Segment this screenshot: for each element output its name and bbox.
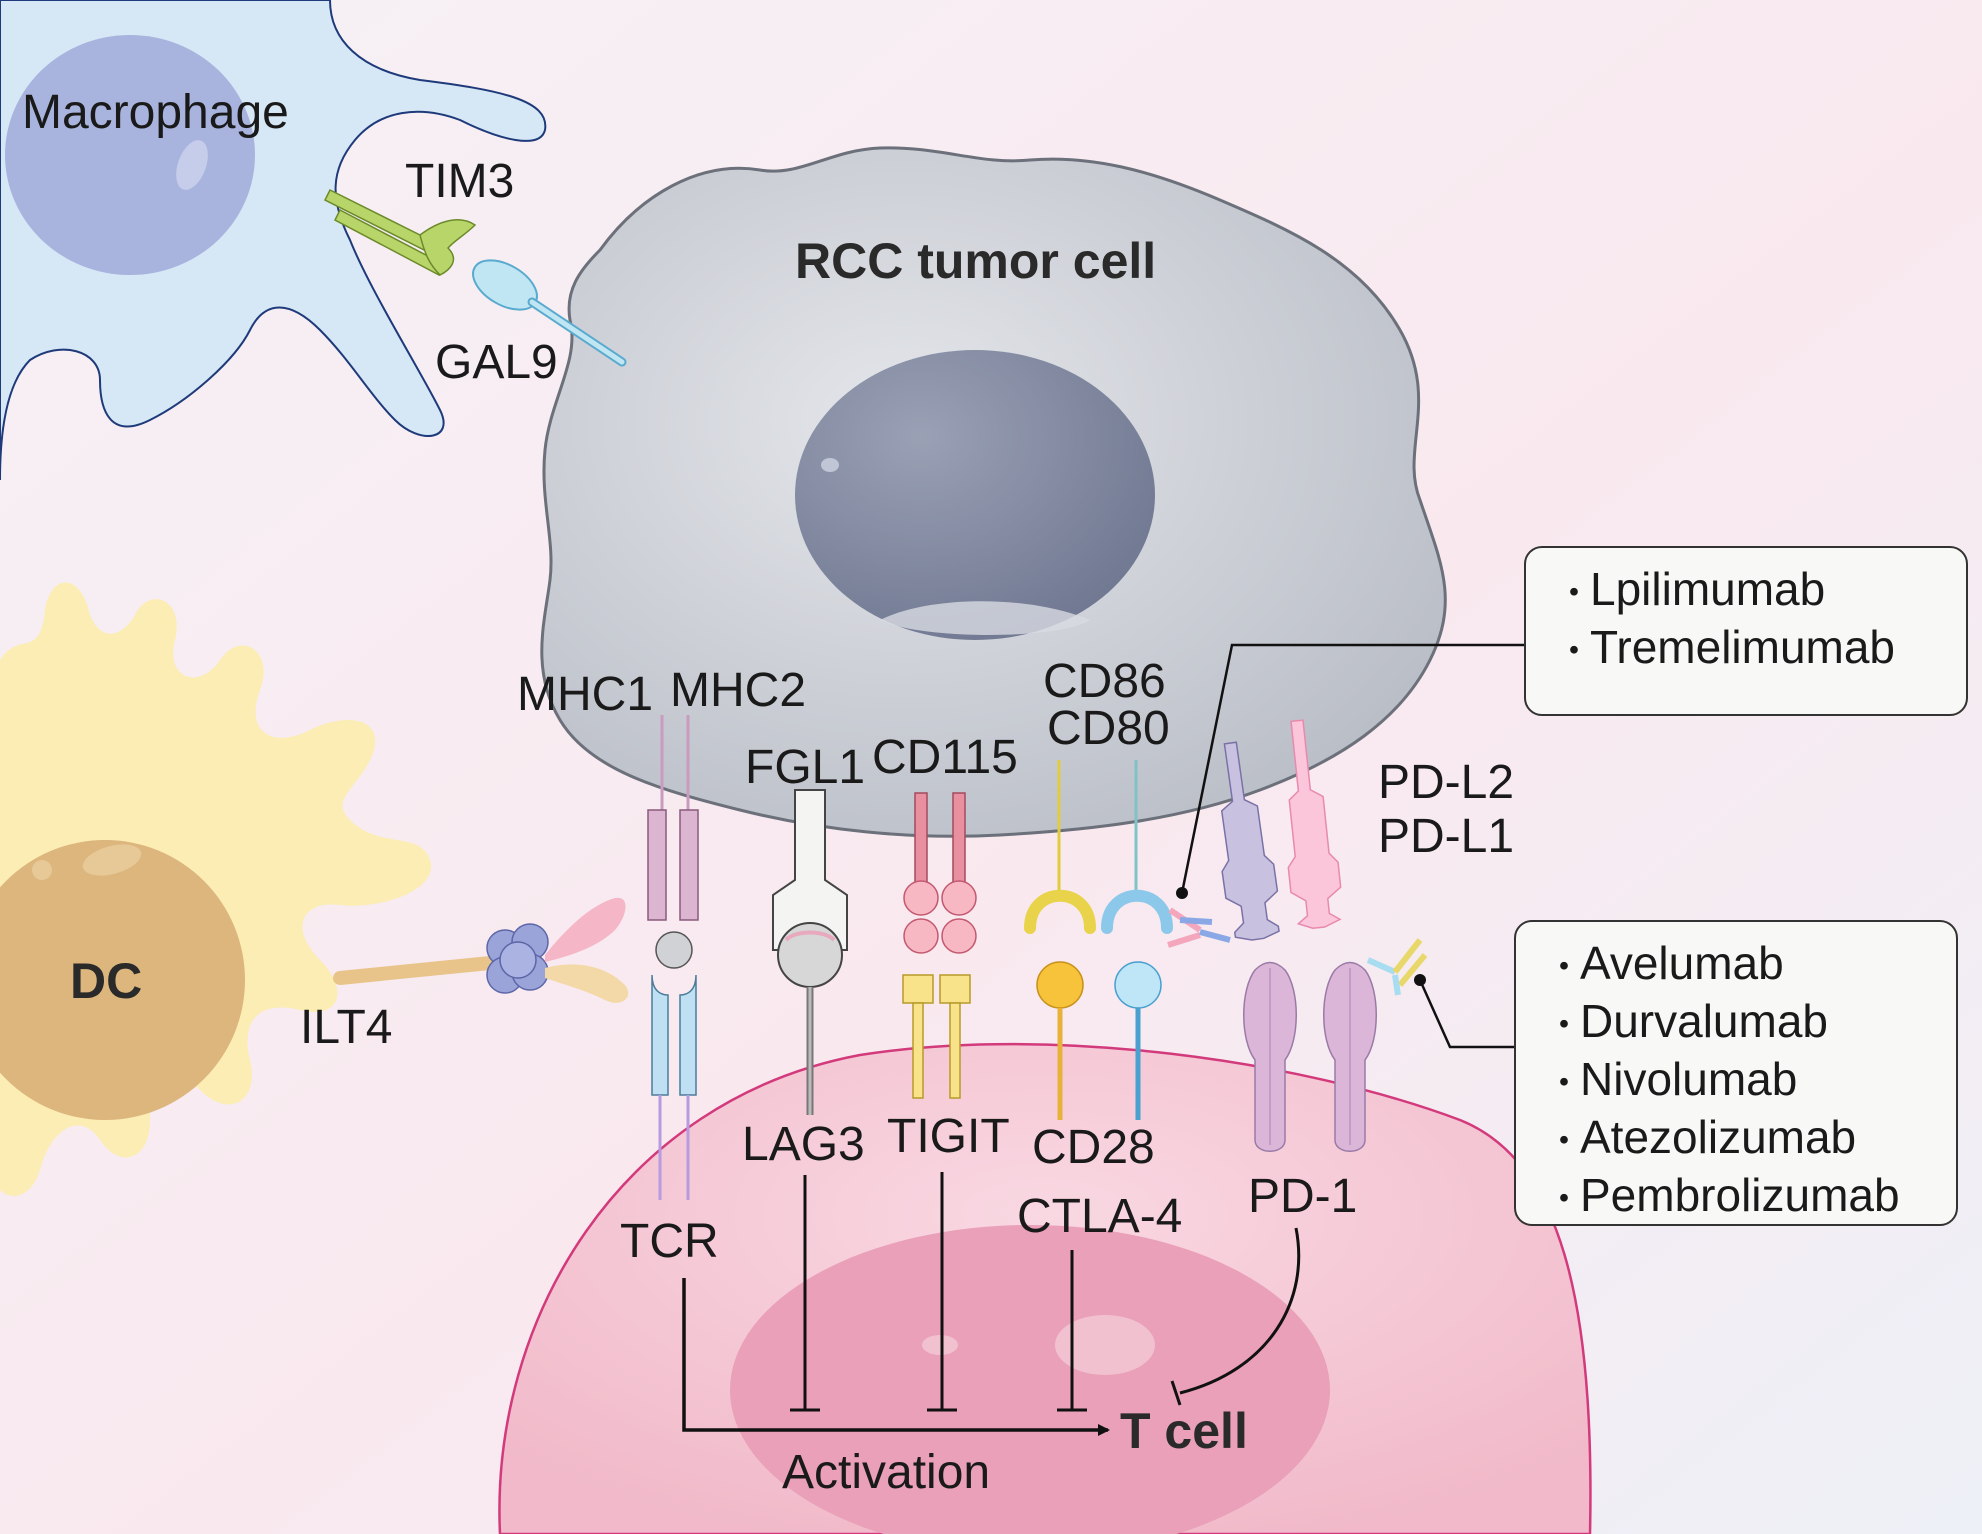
mhc-tcr-complex: MHC1 MHC2 TCR — [517, 664, 806, 1268]
rcc-tumor-cell: RCC tumor cell — [540, 146, 1447, 838]
ctla4-inhibitor-box: ・Lpilimumab ・Tremelimumab — [1524, 546, 1968, 716]
gal9-molecule: GAL9 — [435, 259, 627, 389]
ctla4-label: CTLA-4 — [1017, 1190, 1182, 1243]
activation-label: Activation — [782, 1446, 990, 1499]
mhc1-label: MHC1 — [517, 668, 653, 721]
drug-item: ・Avelumab — [1546, 937, 1784, 989]
cd28-label: CD28 — [1032, 1121, 1155, 1174]
signaling-pathway: Activation — [682, 1172, 1301, 1499]
cd115-tigit-complex: CD115 TIGIT — [872, 731, 1018, 1163]
dc-label: DC — [70, 953, 142, 1009]
t-cell: T cell — [498, 1042, 1592, 1534]
drug-item: ・Atezolizumab — [1546, 1111, 1857, 1163]
ilt4-label: ILT4 — [300, 1001, 392, 1054]
cd80-cd86-complex: CD86 CD80 CD28 CTLA-4 — [1017, 655, 1182, 1243]
mhc2-label: MHC2 — [670, 664, 806, 717]
tim3-label: TIM3 — [405, 155, 514, 208]
macrophage-label: Macrophage — [22, 86, 289, 139]
ctla4-inhibitor-list: ・Lpilimumab ・Tremelimumab — [1556, 562, 1936, 678]
fgl1-label: FGL1 — [745, 741, 865, 794]
drug-item: ・Lpilimumab — [1556, 563, 1826, 615]
gal9-label: GAL9 — [435, 336, 558, 389]
tigit-label: TIGIT — [887, 1110, 1010, 1163]
pdl1-molecule: PD-L2 PD-L1 — [1287, 719, 1514, 930]
lag3-label: LAG3 — [742, 1118, 865, 1171]
anti-pd-antibody — [1366, 938, 1428, 996]
cd86-label: CD86 — [1043, 655, 1166, 708]
cd115-label: CD115 — [872, 731, 1018, 784]
drug-item: ・Nivolumab — [1546, 1053, 1798, 1105]
cd80-label: CD80 — [1047, 702, 1170, 755]
anti-ctla4-antibody — [1167, 907, 1231, 948]
pdl1-label: PD-L1 — [1378, 810, 1514, 863]
pdl2-label: PD-L2 — [1378, 756, 1514, 809]
pd-inhibitor-box: ・Avelumab ・Durvalumab ・Nivolumab ・Atezol… — [1514, 920, 1958, 1226]
pdl2-molecule — [1220, 741, 1280, 941]
drug-item: ・Durvalumab — [1546, 995, 1828, 1047]
drug-item: ・Tremelimumab — [1556, 621, 1896, 673]
tumor-label: RCC tumor cell — [795, 233, 1156, 289]
pd-inhibitor-list: ・Avelumab ・Durvalumab ・Nivolumab ・Atezol… — [1546, 936, 1926, 1226]
tcell-label: T cell — [1120, 1403, 1248, 1459]
pd1-label: PD-1 — [1248, 1170, 1357, 1223]
drug-item: ・Pembrolizumab — [1546, 1169, 1900, 1221]
pd1-receptors: PD-1 — [1243, 961, 1377, 1223]
ilt4-molecule: ILT4 — [300, 897, 629, 1054]
fgl1-lag3-complex: FGL1 LAG3 — [742, 741, 865, 1171]
callout-lines — [1176, 643, 1524, 1049]
tcr-label: TCR — [620, 1215, 719, 1268]
tim3-molecule: TIM3 — [323, 155, 514, 276]
dendritic-cell: DC — [0, 582, 432, 1196]
macrophage-cell: Macrophage — [0, 0, 547, 481]
